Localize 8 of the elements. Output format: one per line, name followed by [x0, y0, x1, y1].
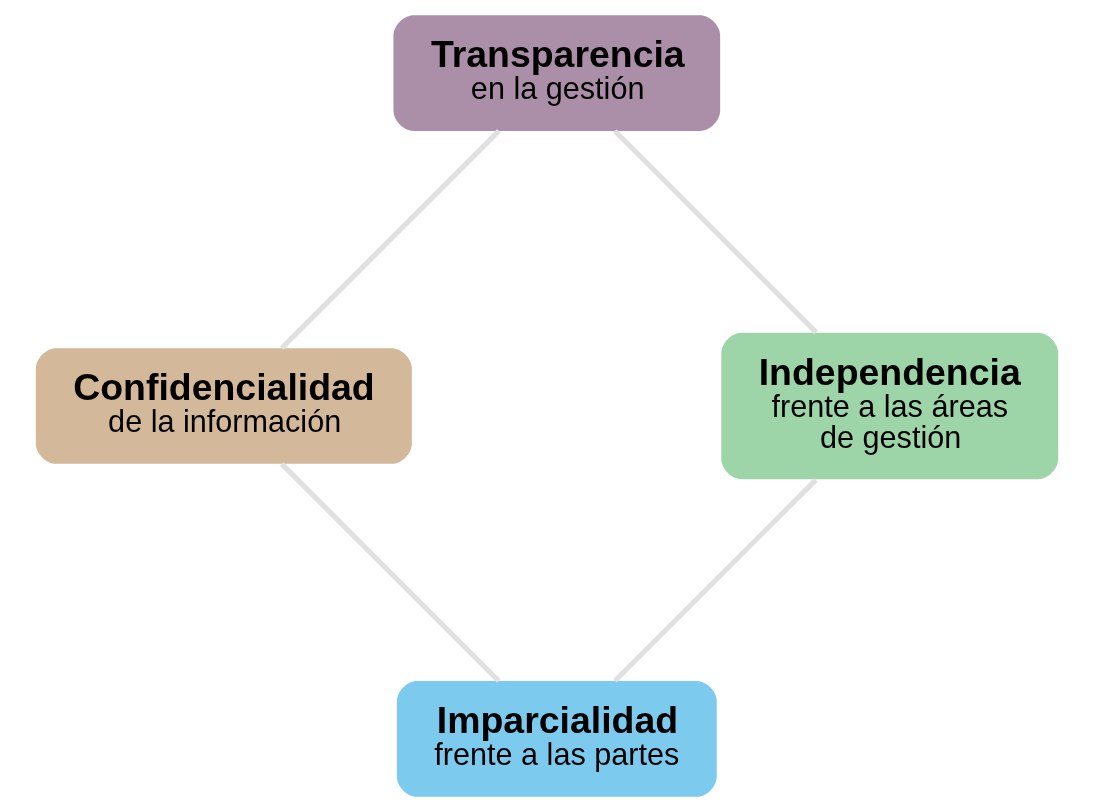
- node-box: Independencia frente a las áreas de gestión: [720, 332, 1058, 480]
- node-box: Transparencia en la gestión: [392, 15, 720, 131]
- connector: [279, 462, 501, 683]
- node-box: Imparcialidad frente a las partes: [396, 681, 717, 797]
- connector: [279, 129, 501, 350]
- connector: [612, 129, 818, 335]
- connector: [612, 478, 818, 683]
- node-box: Confidencialidad de la información: [35, 348, 412, 464]
